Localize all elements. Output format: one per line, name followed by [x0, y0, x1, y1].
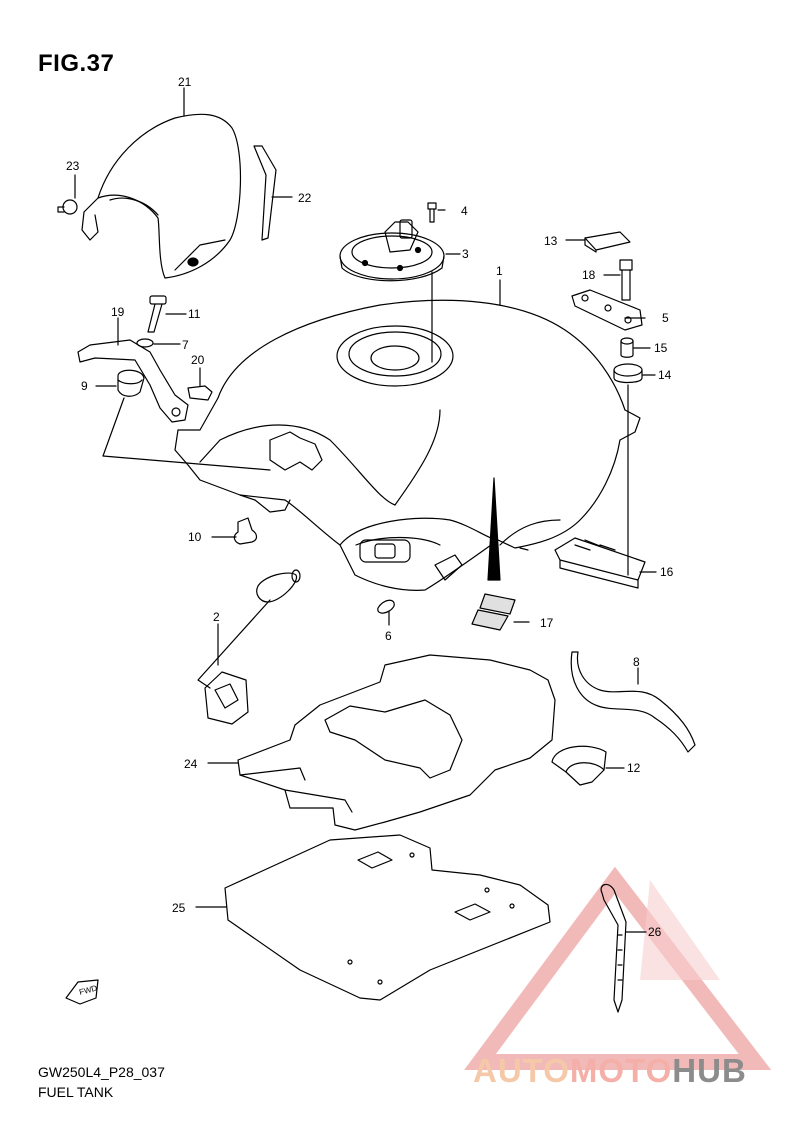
- callout-1: 1: [496, 264, 503, 278]
- part-24-insulator-plate: [237, 654, 556, 831]
- callout-23: 23: [66, 159, 80, 173]
- part-13-cushion: [584, 231, 631, 253]
- callout-16: 16: [660, 565, 674, 579]
- part-1-fuel-tank: [174, 299, 641, 591]
- callout-8: 8: [633, 655, 640, 669]
- drawing-name: FUEL TANK: [38, 1084, 114, 1100]
- callout-labels: 1 2 3 4 5 6 7 8 9 10 11 12 13 14 15 16 1…: [66, 75, 674, 939]
- callout-4: 4: [461, 204, 468, 218]
- part-18-bolt: [619, 259, 633, 301]
- callout-9: 9: [81, 379, 88, 393]
- part-5-bracket: [571, 289, 643, 331]
- part-14-grommet: [613, 363, 643, 384]
- callout-10: 10: [188, 530, 202, 544]
- callout-18: 18: [582, 268, 596, 282]
- callout-14: 14: [658, 368, 672, 382]
- part-3-fuel-cap: [339, 219, 445, 282]
- part-26-cable-tie: [600, 883, 627, 1013]
- callout-12: 12: [627, 761, 641, 775]
- part-9-grommet: [117, 369, 145, 397]
- part-16-rubber: [554, 537, 646, 589]
- callout-19: 19: [111, 305, 125, 319]
- callout-3: 3: [462, 247, 469, 261]
- part-19-bracket: [77, 339, 189, 423]
- callout-24: 24: [184, 757, 198, 771]
- part-4-screw: [427, 202, 437, 223]
- part-22-strip: [253, 145, 277, 241]
- callout-13: 13: [544, 234, 558, 248]
- part-8-hose: [570, 651, 696, 753]
- callout-15: 15: [654, 341, 668, 355]
- part-6-o-ring: [377, 599, 395, 614]
- callout-22: 22: [298, 191, 312, 205]
- part-25-cover-plate: [224, 834, 551, 1001]
- part-2-fuel-level-gauge: [197, 569, 301, 725]
- callout-20: 20: [191, 353, 205, 367]
- drawing-code: GW250L4_P28_037: [38, 1064, 165, 1080]
- callout-17: 17: [540, 616, 554, 630]
- watermark-part-moto: MOTO: [569, 1052, 673, 1089]
- figure-title: FIG.37: [38, 50, 115, 77]
- callout-21: 21: [178, 75, 192, 89]
- watermark-part-auto: AUTO: [473, 1052, 570, 1089]
- callout-7: 7: [182, 338, 189, 352]
- part-15-collar: [620, 337, 634, 358]
- part-17-emblem: [471, 593, 516, 631]
- callout-2: 2: [213, 610, 220, 624]
- callout-26: 26: [648, 925, 662, 939]
- callout-5: 5: [662, 311, 669, 325]
- part-23-screw: [57, 199, 78, 215]
- callout-6: 6: [385, 629, 392, 643]
- fwd-arrow-icon: [65, 979, 99, 1005]
- callout-11: 11: [188, 307, 201, 321]
- part-7-washer: [136, 338, 154, 348]
- part-10-screw: [233, 517, 258, 545]
- watermark-text: AUTOMOTOHUB: [473, 1052, 747, 1090]
- callout-25: 25: [172, 901, 186, 915]
- watermark-logo: [464, 866, 772, 1070]
- part-21-tank-cover: [81, 113, 242, 279]
- watermark-part-hub: HUB: [672, 1052, 747, 1089]
- part-11-bolt: [147, 295, 167, 333]
- part-20-clip: [187, 385, 213, 401]
- part-12-clamp: [551, 745, 607, 786]
